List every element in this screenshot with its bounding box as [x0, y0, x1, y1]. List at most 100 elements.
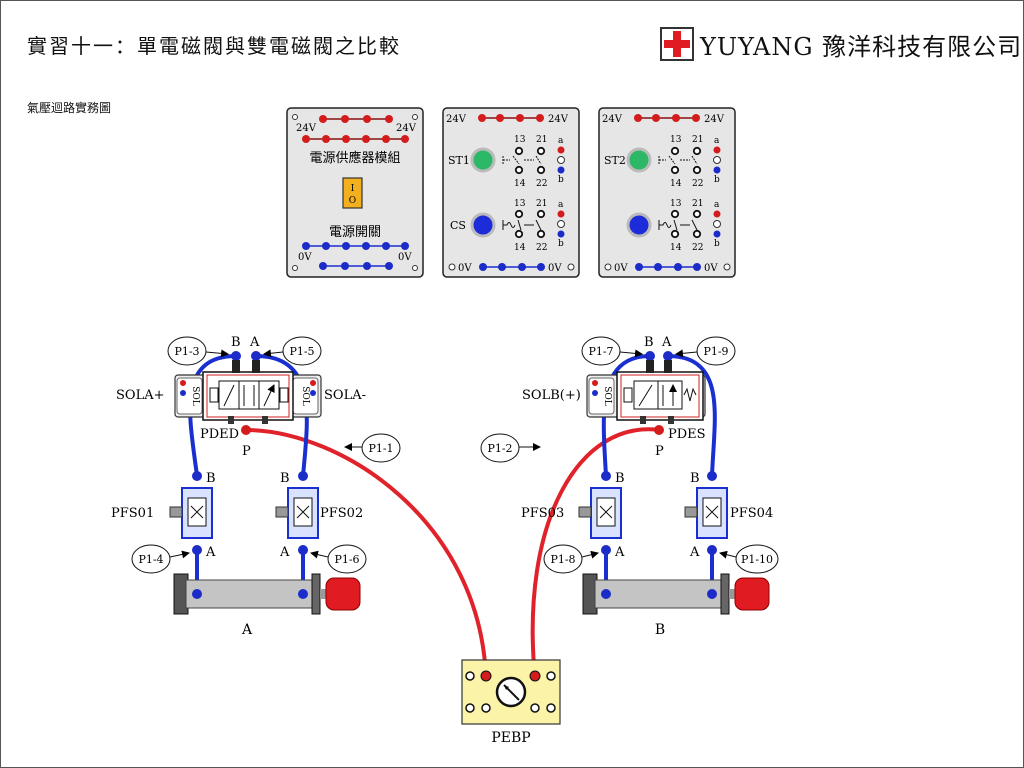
cs-blue-button[interactable] [470, 212, 496, 238]
brand-header: YUYANG 豫洋科技有限公司 [660, 24, 1022, 64]
valve-left-sol-right: SOLA- [324, 388, 366, 403]
valve-right-coil-left: SOL [602, 386, 612, 406]
sw1-d14: 14 [514, 243, 526, 253]
sw2-24v-right: 24V [704, 114, 725, 125]
valve-left-double-solenoid: SOL SOL B A P PDED SOLA+ SOLA- [116, 335, 366, 459]
valve-left-port-b: B [231, 335, 241, 350]
svg-text:P1-1: P1-1 [368, 442, 393, 455]
manifold-pebp: PEBP [461, 659, 561, 746]
sw2-st2-label: ST2 [604, 154, 626, 167]
tube-p1-2 [530, 427, 660, 679]
sw2-0v-right: 0V [704, 263, 718, 274]
callout-p1-5: P1-5 [263, 336, 322, 366]
svg-text:P1-2: P1-2 [487, 442, 512, 455]
sw2-d21: 21 [692, 199, 703, 209]
svg-text:P1-5: P1-5 [289, 345, 314, 358]
pfs01-port-b: B [206, 471, 216, 486]
sw1-cs-label: CS [450, 219, 466, 232]
page-subtitle: 氣壓迴路實務圖 [27, 101, 112, 115]
valve-right-name: PDES [668, 427, 706, 442]
callouts: P1-3 P1-5 P1-1 P1-4 P1-6 [131, 336, 779, 574]
cylinder-b-label: B [655, 622, 665, 638]
sw2-c14: 14 [670, 179, 682, 189]
svg-text:P1-8: P1-8 [550, 553, 575, 566]
sw2-db: b [714, 239, 720, 249]
callout-p1-4: P1-4 [131, 544, 190, 574]
sw1-24v-right: 24V [548, 114, 569, 125]
st2-green-button[interactable] [626, 147, 652, 173]
valve-left-name: PDED [200, 427, 239, 442]
pfs02-port-b: B [280, 471, 290, 486]
svg-text:P1-6: P1-6 [334, 553, 359, 566]
sw2-24v-left: 24V [602, 114, 623, 125]
power-module-name: 電源供應器模組 [309, 150, 400, 166]
sw2-c13: 13 [670, 135, 682, 145]
flow-control-pfs04: B A PFS04 [684, 471, 773, 560]
valve-left-sol-left: SOLA+ [116, 388, 164, 403]
sw1-c22: 22 [536, 179, 547, 189]
valve-right-port-p: P [655, 444, 664, 459]
flow-control-pfs02: B A PFS02 [275, 471, 363, 560]
pfs01-port-a: A [205, 545, 216, 560]
st1-green-button[interactable] [470, 147, 496, 173]
sw1-0v-right: 0V [548, 263, 562, 274]
cylinder-b: B [582, 573, 770, 638]
valve-left-port-p: P [242, 444, 251, 459]
sw1-24v-left: 24V [446, 114, 467, 125]
valve-right-port-a: A [661, 335, 672, 350]
callout-p1-8: P1-8 [543, 544, 599, 574]
valve-left-coil-left: SOL [190, 386, 200, 406]
power-24v-bus [302, 115, 409, 143]
sw2-da: a [714, 200, 720, 210]
svg-text:P1-7: P1-7 [588, 345, 613, 358]
sw1-d22: 22 [536, 243, 547, 253]
pfs04-label: PFS04 [730, 506, 773, 521]
pfs04-port-b: B [690, 471, 700, 486]
svg-text:P1-4: P1-4 [138, 553, 163, 566]
pressure-gauge-icon [495, 676, 527, 708]
callout-p1-7: P1-7 [581, 336, 643, 366]
pfs03-port-b: B [615, 471, 625, 486]
pfs02-label: PFS02 [320, 506, 363, 521]
pfs03-label: PFS03 [521, 506, 564, 521]
valve-right-port-b: B [644, 335, 654, 350]
power-24v-left: 24V [296, 123, 317, 134]
sw1-db: b [558, 239, 564, 249]
sw2-blue-button[interactable] [626, 212, 652, 238]
brand-name: YUYANG 豫洋科技有限公司 [700, 32, 1023, 61]
power-switch[interactable]: I O [342, 177, 363, 209]
sw1-0v-left: 0V [458, 263, 472, 274]
power-switch-on-mark: I [351, 184, 355, 194]
manifold-label: PEBP [491, 730, 530, 746]
callout-p1-10: P1-10 [719, 544, 779, 574]
svg-text:P1-9: P1-9 [703, 345, 728, 358]
sw2-cb: b [714, 175, 720, 185]
pfs02-port-a: A [279, 545, 290, 560]
sw1-cb: b [558, 175, 564, 185]
sw2-c21: 21 [692, 135, 703, 145]
cylinder-a-label: A [241, 622, 253, 638]
cylinder-a: A [173, 573, 361, 638]
power-0v-left: 0V [298, 252, 312, 263]
sw2-d14: 14 [670, 243, 682, 253]
pfs04-port-a: A [689, 545, 700, 560]
pfs01-label: PFS01 [111, 506, 154, 521]
page-title: 實習十一：單電磁閥與雙電磁閥之比較 [27, 34, 401, 58]
sw1-ca: a [558, 136, 564, 146]
flow-control-pfs01: B A PFS01 [111, 471, 216, 560]
callout-p1-2: P1-2 [480, 433, 541, 463]
sw1-c21: 21 [536, 135, 547, 145]
power-switch-off-mark: O [349, 196, 356, 206]
valve-left-port-a: A [249, 335, 260, 350]
sw2-0v-left: 0V [614, 263, 628, 274]
sw2-ca: a [714, 136, 720, 146]
sw1-d21: 21 [536, 199, 547, 209]
callout-p1-9: P1-9 [675, 336, 736, 366]
valve-right-single-solenoid: SOL B A P PDES SOLB(+) [522, 335, 706, 459]
power-24v-right: 24V [396, 123, 417, 134]
callout-p1-1: P1-1 [344, 433, 401, 463]
pfs03-port-a: A [614, 545, 625, 560]
sw2-d13: 13 [670, 199, 682, 209]
callout-p1-3: P1-3 [167, 336, 229, 366]
